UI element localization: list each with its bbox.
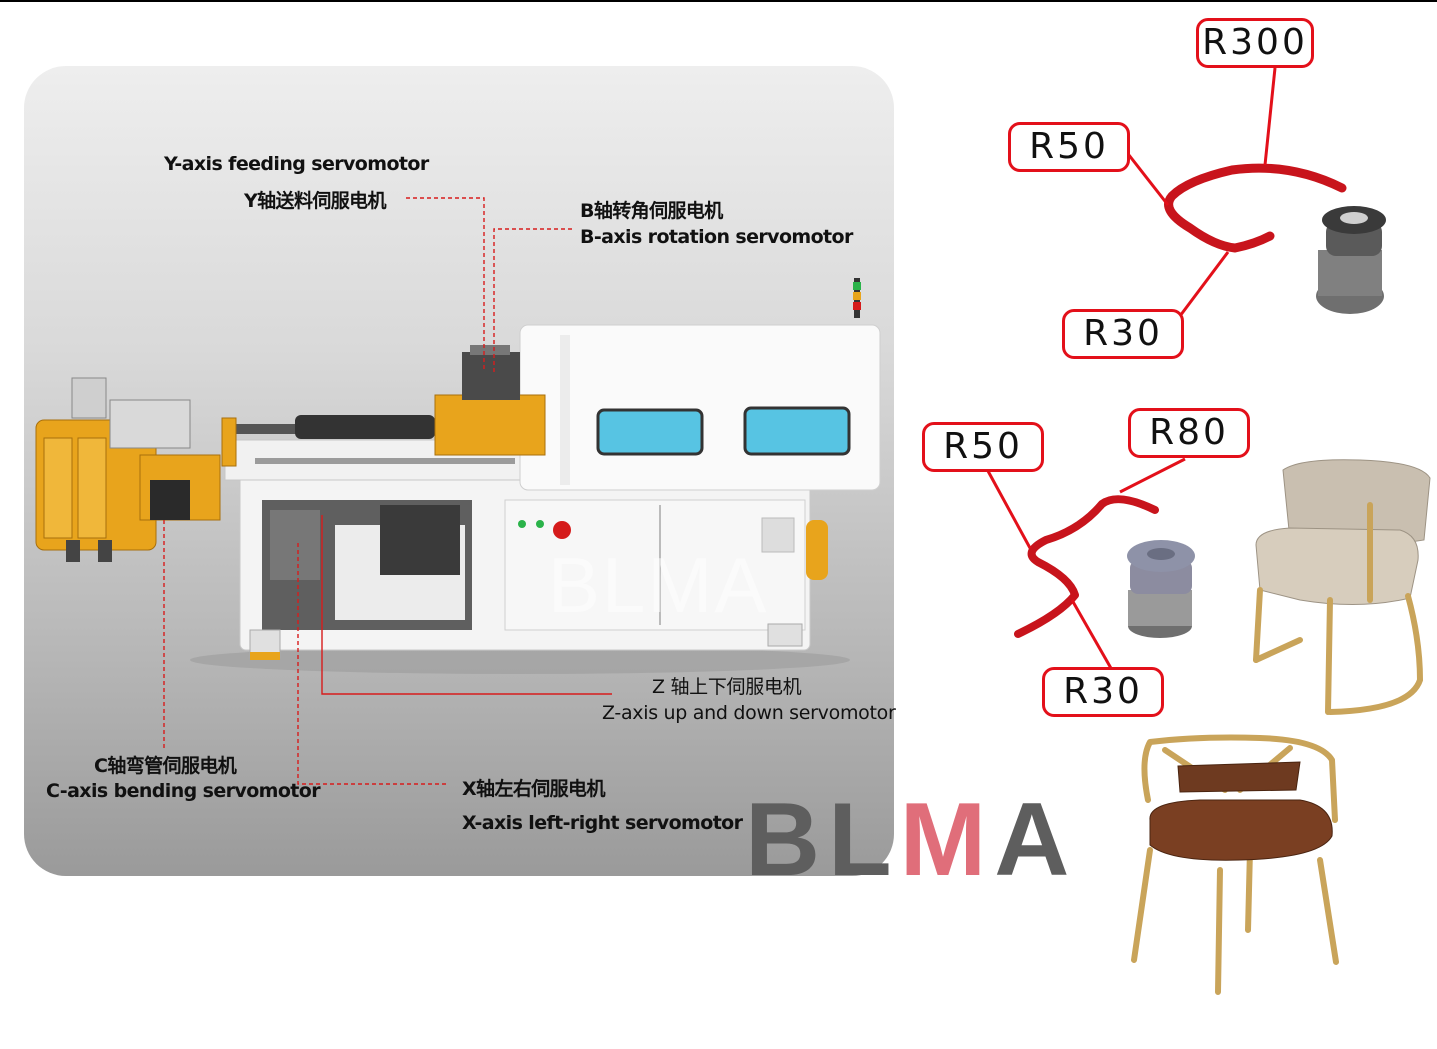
z-axis-label-cn: Z 轴上下伺服电机 [652,676,802,698]
leader-y-axis [406,197,485,372]
c-axis-label-en: C-axis bending servomotor [46,780,321,802]
tag-mid-r50: R50 [922,422,1044,472]
top-border [0,0,1437,2]
y-axis-label-cn: Y轴送料伺服电机 [244,190,387,212]
tag-top-r50: R50 [1008,122,1130,172]
beige-chair [1253,459,1431,715]
logo-dark-part: BL [745,782,900,898]
middle-bent-tube [1014,495,1159,638]
x-axis-label-cn: X轴左右伺服电机 [462,778,605,800]
y-axis-label-en: Y-axis feeding servomotor [164,153,429,175]
leader-z-axis [321,515,612,695]
tag-top-r30: R30 [1062,309,1184,359]
middle-die [1127,540,1195,638]
leader-b-axis [493,228,572,372]
logo-end-part: A [994,782,1078,898]
tag-mid-r30: R30 [1042,667,1164,717]
logo-red-part: M [899,782,995,898]
top-bent-tube [1164,163,1347,253]
x-axis-label-en: X-axis left-right servomotor [462,812,743,834]
z-axis-label-en: Z-axis up and down servomotor [602,702,896,724]
b-axis-label-cn: B轴转角伺服电机 [580,200,723,222]
top-die [1316,206,1386,314]
blma-logo: BLMA [745,788,1077,892]
c-axis-label-cn: C轴弯管伺服电机 [94,755,237,777]
leader-x-axis [297,540,446,785]
b-axis-label-en: B-axis rotation servomotor [580,226,853,248]
brown-chair [1131,734,1339,995]
tag-r300: R300 [1196,18,1314,68]
tag-mid-r80: R80 [1128,408,1250,458]
machine-watermark: BLMA [548,541,769,629]
